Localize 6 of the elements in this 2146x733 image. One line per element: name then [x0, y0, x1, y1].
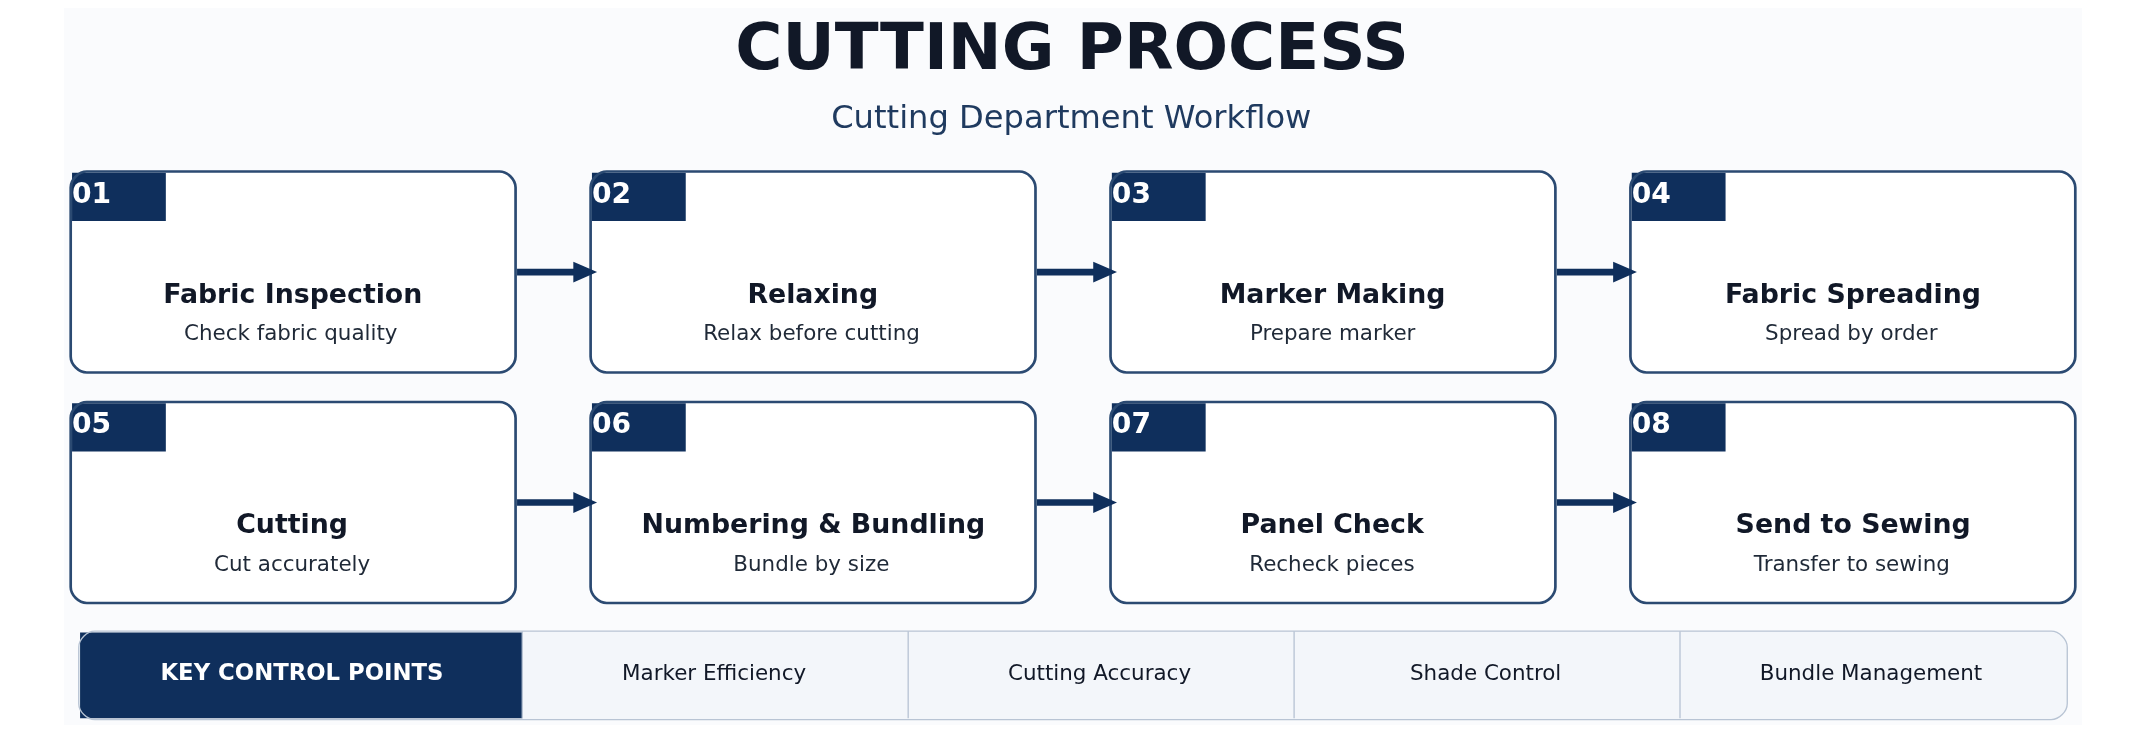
arrow: [1036, 261, 1117, 283]
arrow: [1556, 492, 1637, 513]
arrow: [1556, 261, 1637, 283]
label: Cutting Department Workflow: [831, 97, 1312, 136]
arrow: [1036, 492, 1117, 513]
diagram-title: CUTTING PROCESS: [735, 8, 1409, 84]
